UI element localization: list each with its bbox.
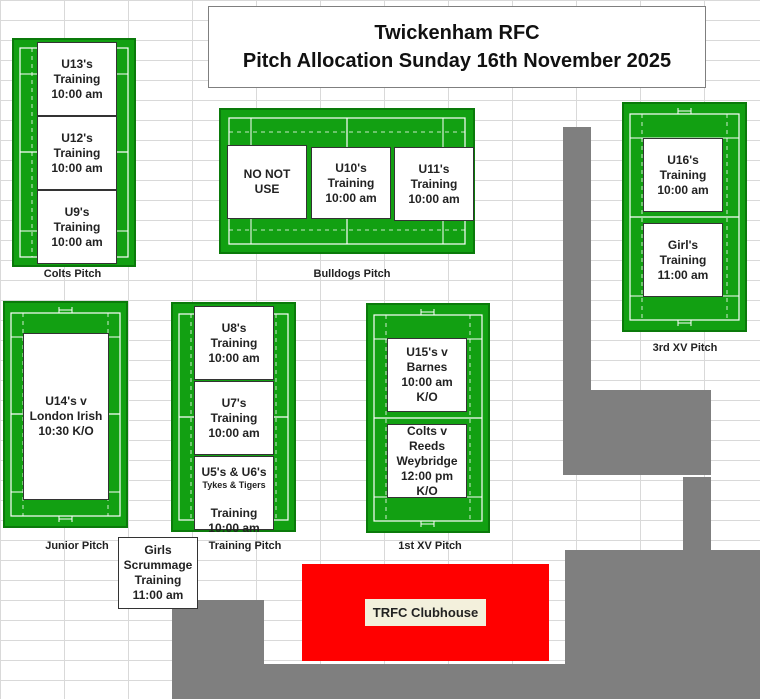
bulldogs-slot-2: U10's Training 10:00 am — [311, 147, 391, 219]
road-lower-right — [565, 550, 760, 699]
colts-slot-2: U12's Training 10:00 am — [37, 116, 117, 190]
road-left-car-park — [172, 600, 264, 699]
third-xv-slot-1: U16's Training 10:00 am — [643, 138, 723, 212]
road-right-junction — [563, 390, 711, 475]
title-club: Twickenham RFC — [374, 22, 540, 44]
training-slot-3-subtitle: Tykes & Tigers — [202, 480, 266, 490]
training-slot-3-teams: U5's & U6's — [201, 465, 267, 479]
junior-pitch-label: Junior Pitch — [45, 540, 109, 552]
first-xv-slot-1: U15's v Barnes 10:00 am K/O — [387, 338, 467, 412]
colts-pitch-label: Colts Pitch — [43, 268, 102, 280]
clubhouse: TRFC Clubhouse — [302, 564, 549, 661]
girls-scrummage-slot: Girls Scrummage Training 11:00 am — [118, 537, 198, 609]
clubhouse-label: TRFC Clubhouse — [364, 599, 487, 626]
third-xv-pitch-label: 3rd XV Pitch — [652, 342, 718, 354]
first-xv-slot-2: Colts v Reeds Weybridge 12:00 pm K/O — [387, 424, 467, 498]
title-allocation: Pitch Allocation Sunday 16th November 20… — [242, 50, 672, 72]
training-pitch-label: Training Pitch — [208, 540, 282, 552]
first-xv-pitch-label: 1st XV Pitch — [398, 540, 462, 552]
colts-slot-1: U13's Training 10:00 am — [37, 42, 117, 116]
training-slot-2: U7's Training 10:00 am — [194, 381, 274, 455]
third-xv-pitch — [622, 102, 747, 332]
junior-slot-1: U14's v London Irish 10:30 K/O — [23, 333, 109, 500]
bulldogs-slot-3: U11's Training 10:00 am — [394, 147, 474, 221]
bulldogs-slot-1: NO NOT USE — [227, 145, 307, 219]
training-slot-1: U8's Training 10:00 am — [194, 306, 274, 380]
page-title: Twickenham RFC Pitch Allocation Sunday 1… — [208, 6, 706, 88]
colts-slot-3: U9's Training 10:00 am — [37, 190, 117, 264]
bulldogs-pitch-label: Bulldogs Pitch — [313, 268, 391, 280]
road-lower-right-vertical — [683, 477, 711, 557]
third-xv-slot-2: Girl's Training 11:00 am — [643, 223, 723, 297]
training-slot-3: U5's & U6's Tykes & Tigers Training 10:0… — [194, 456, 274, 535]
training-slot-3-time: Training 10:00 am — [208, 506, 260, 535]
